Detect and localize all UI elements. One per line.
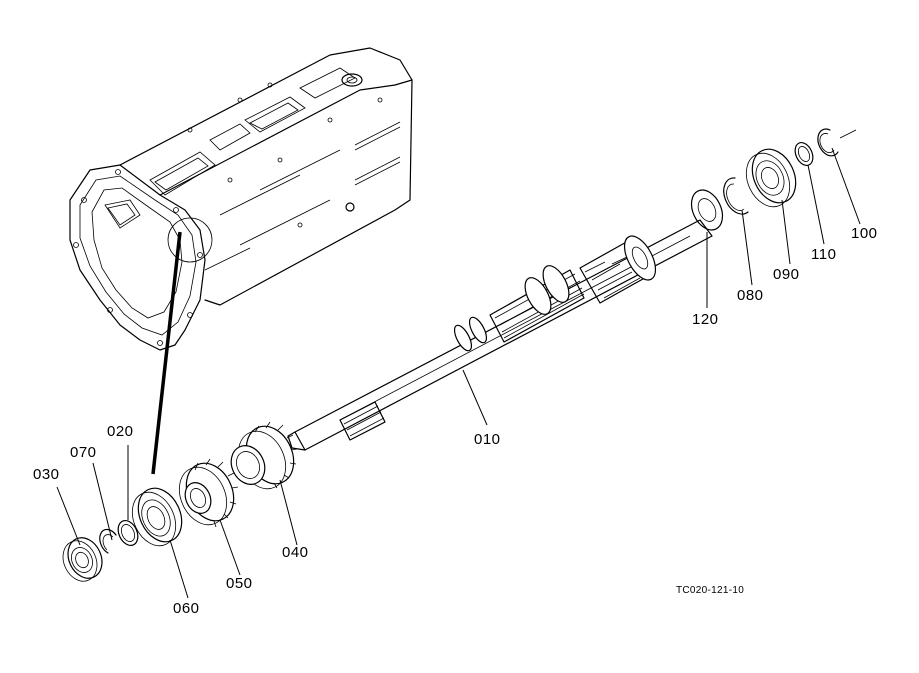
transmission-case xyxy=(69,47,413,351)
bearing-030 xyxy=(62,537,103,582)
leader-lines xyxy=(56,147,861,599)
gear-040 xyxy=(230,421,298,490)
gear-050 xyxy=(178,458,239,528)
label-part-020: 020 xyxy=(107,423,134,440)
drawing-code: TC020-121-10 xyxy=(676,585,745,596)
label-part-120: 120 xyxy=(692,311,719,328)
label-part-050: 050 xyxy=(226,575,253,592)
label-part-010: 010 xyxy=(474,431,501,448)
ring-110 xyxy=(794,142,814,166)
bearing-060 xyxy=(131,487,183,547)
assembly-axis-line xyxy=(839,129,857,139)
label-part-040: 040 xyxy=(282,544,309,561)
label-part-100: 100 xyxy=(851,225,878,242)
label-part-090: 090 xyxy=(773,266,800,283)
label-part-110: 110 xyxy=(811,246,837,263)
circlip-080 xyxy=(723,177,749,215)
circlip-070 xyxy=(99,528,117,554)
ring-020 xyxy=(117,520,139,546)
label-part-070: 070 xyxy=(70,444,97,461)
washer-120 xyxy=(690,189,724,231)
circlip-100 xyxy=(817,128,839,157)
label-part-030: 030 xyxy=(33,466,60,483)
main-shaft xyxy=(287,219,713,451)
bearing-090 xyxy=(745,148,797,208)
label-part-060: 060 xyxy=(173,600,200,617)
case-to-bearing-leader xyxy=(151,231,182,475)
label-part-080: 080 xyxy=(737,287,764,304)
